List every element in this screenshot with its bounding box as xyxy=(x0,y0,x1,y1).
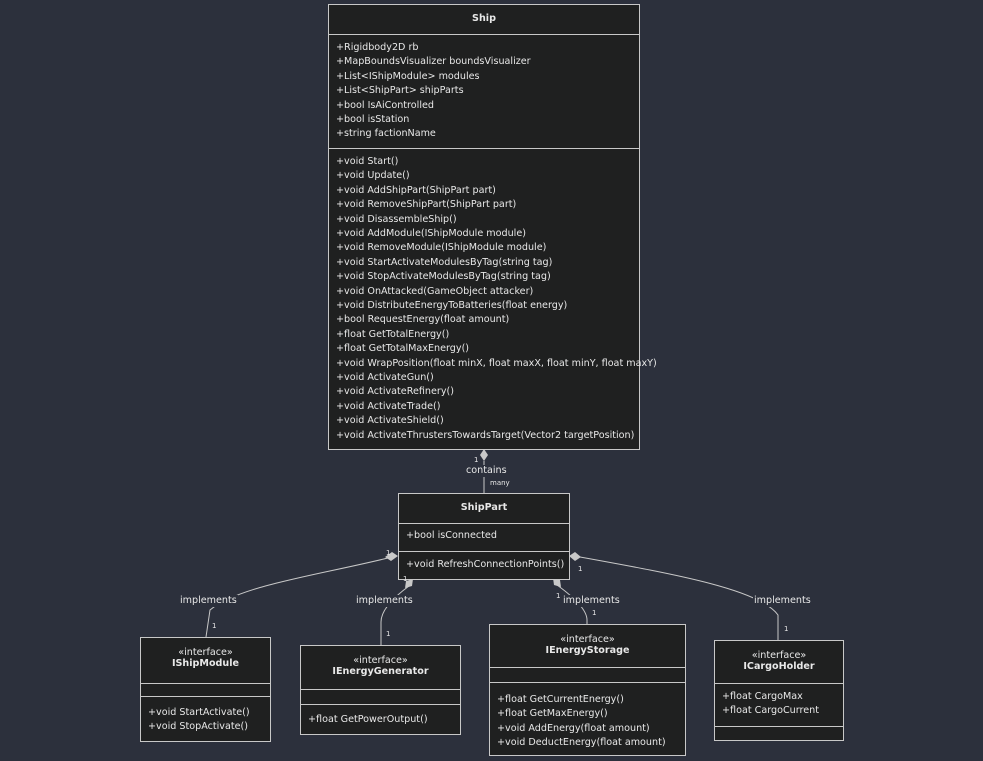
method: +void DeductEnergy(float amount) xyxy=(497,737,666,749)
method: +void Update() xyxy=(336,170,410,182)
class-shippart[interactable]: ShipPart +bool isConnected +void Refresh… xyxy=(398,493,570,580)
method: +void AddModule(IShipModule module) xyxy=(336,228,526,239)
method: +void DistributeEnergyToBatteries(float … xyxy=(336,300,568,311)
method: +void StopActivate() xyxy=(148,721,249,733)
implements-ishipmodule-label: implements xyxy=(179,595,238,607)
method: +void ActivateTrade() xyxy=(336,400,441,412)
interface-ienergygenerator[interactable]: «interface» IEnergyGenerator +float GetP… xyxy=(300,645,461,735)
method: +void ActivateThrustersTowardsTarget(Vec… xyxy=(336,429,635,441)
implements-ienergygenerator-label: implements xyxy=(355,595,414,607)
implements-icargoholder-target-multiplicity: 1 xyxy=(784,625,789,633)
class-header: «interface» ICargoHolder xyxy=(715,650,843,672)
method: +void Start() xyxy=(336,156,399,167)
method: +void StartActivateModulesByTag(string t… xyxy=(336,256,553,268)
contains-source-multiplicity: 1 xyxy=(474,456,479,464)
implements-ishipmodule-source-multiplicity: 1 xyxy=(386,549,391,557)
implements-ienergygenerator-diamond xyxy=(405,579,413,588)
divider xyxy=(301,689,460,690)
implements-ienergystorage-diamond xyxy=(553,578,561,587)
divider xyxy=(399,551,569,552)
class-name: IEnergyGenerator xyxy=(332,666,429,677)
method: +void RemoveShipPart(ShipPart part) xyxy=(336,199,517,211)
stereotype: «interface» xyxy=(560,634,615,645)
attribute: +float CargoCurrent xyxy=(722,705,819,717)
method: +void WrapPosition(float minX, float max… xyxy=(336,357,657,369)
attribute: +float CargoMax xyxy=(722,691,803,702)
class-header: «interface» IEnergyGenerator xyxy=(301,655,460,677)
divider xyxy=(329,148,639,149)
implements-ishipmodule-target-multiplicity: 1 xyxy=(212,622,217,630)
method: +float GetMaxEnergy() xyxy=(497,708,608,720)
method: +float GetCurrentEnergy() xyxy=(497,694,624,705)
stereotype: «interface» xyxy=(751,650,807,661)
method: +bool RequestEnergy(float amount) xyxy=(336,314,510,326)
divider xyxy=(715,683,843,684)
contains-target-multiplicity: many xyxy=(490,479,510,487)
interface-ishipmodule[interactable]: «interface» IShipModule +void StartActiv… xyxy=(140,637,271,742)
method: +void RefreshConnectionPoints() xyxy=(406,559,565,570)
stereotype: «interface» xyxy=(353,655,408,666)
implements-icargoholder-diamond xyxy=(569,552,581,561)
implements-ienergystorage-source-multiplicity: 1 xyxy=(556,592,561,600)
method: +void RemoveModule(IShipModule module) xyxy=(336,242,547,254)
attribute: +List<ShipPart> shipParts xyxy=(336,85,464,97)
contains-label: contains xyxy=(465,465,508,477)
class-ship[interactable]: Ship +Rigidbody2D rb +MapBoundsVisualize… xyxy=(328,4,657,450)
method: +void OnAttacked(GameObject attacker) xyxy=(336,285,534,297)
class-name: IEnergyStorage xyxy=(545,645,630,656)
method: +void StopActivateModulesByTag(string ta… xyxy=(336,271,551,283)
class-header: «interface» IEnergyStorage xyxy=(490,634,685,656)
method: +void DisassembleShip() xyxy=(336,213,457,225)
method: +void ActivateGun() xyxy=(336,372,434,383)
implements-ishipmodule-diamond xyxy=(385,552,398,561)
divider xyxy=(399,523,569,524)
method: +float GetPowerOutput() xyxy=(308,714,428,725)
method: +void ActivateShield() xyxy=(336,415,444,427)
method: +void AddShipPart(ShipPart part) xyxy=(336,184,496,196)
attribute: +string factionName xyxy=(336,128,436,140)
divider xyxy=(490,667,685,668)
implements-ienergystorage-label: implements xyxy=(562,595,621,607)
attribute: +MapBoundsVisualizer boundsVisualizer xyxy=(336,56,531,68)
implements-ienergygenerator-line xyxy=(380,585,410,645)
class-name: ICargoHolder xyxy=(743,661,815,672)
divider xyxy=(329,34,639,35)
implements-ienergygenerator-source-multiplicity: 1 xyxy=(403,575,408,583)
implements-icargoholder-source-multiplicity: 1 xyxy=(578,565,583,573)
attribute: +bool isStation xyxy=(336,114,410,125)
divider xyxy=(141,683,270,684)
class-name: IShipModule xyxy=(171,658,240,669)
method: +float GetTotalEnergy() xyxy=(336,328,450,340)
class-header: «interface» IShipModule xyxy=(141,647,270,669)
interface-icargoholder[interactable]: «interface» ICargoHolder +float CargoMax… xyxy=(714,640,844,741)
interface-ienergystorage[interactable]: «interface» IEnergyStorage +float GetCur… xyxy=(489,624,686,756)
attribute: +Rigidbody2D rb xyxy=(336,42,419,53)
attribute: +List<IShipModule> modules xyxy=(336,70,480,82)
contains-diamond xyxy=(480,449,488,461)
implements-ienergygenerator-target-multiplicity: 1 xyxy=(386,630,391,638)
method: +float GetTotalMaxEnergy() xyxy=(336,343,470,355)
attribute: +bool IsAiControlled xyxy=(336,99,434,111)
implements-ienergystorage-target-multiplicity: 1 xyxy=(592,609,597,617)
class-name: ShipPart xyxy=(460,502,508,513)
stereotype: «interface» xyxy=(178,647,233,658)
method: +void StartActivate() xyxy=(148,707,250,718)
implements-icargoholder-label: implements xyxy=(753,595,812,607)
divider xyxy=(490,682,685,683)
divider xyxy=(301,704,460,705)
implements-icargoholder-line xyxy=(579,556,779,640)
divider xyxy=(141,696,270,697)
divider xyxy=(715,726,843,727)
attribute: +bool isConnected xyxy=(406,530,497,541)
method: +void AddEnergy(float amount) xyxy=(497,722,650,734)
method: +void ActivateRefinery() xyxy=(336,386,454,398)
class-name: Ship xyxy=(472,13,496,24)
